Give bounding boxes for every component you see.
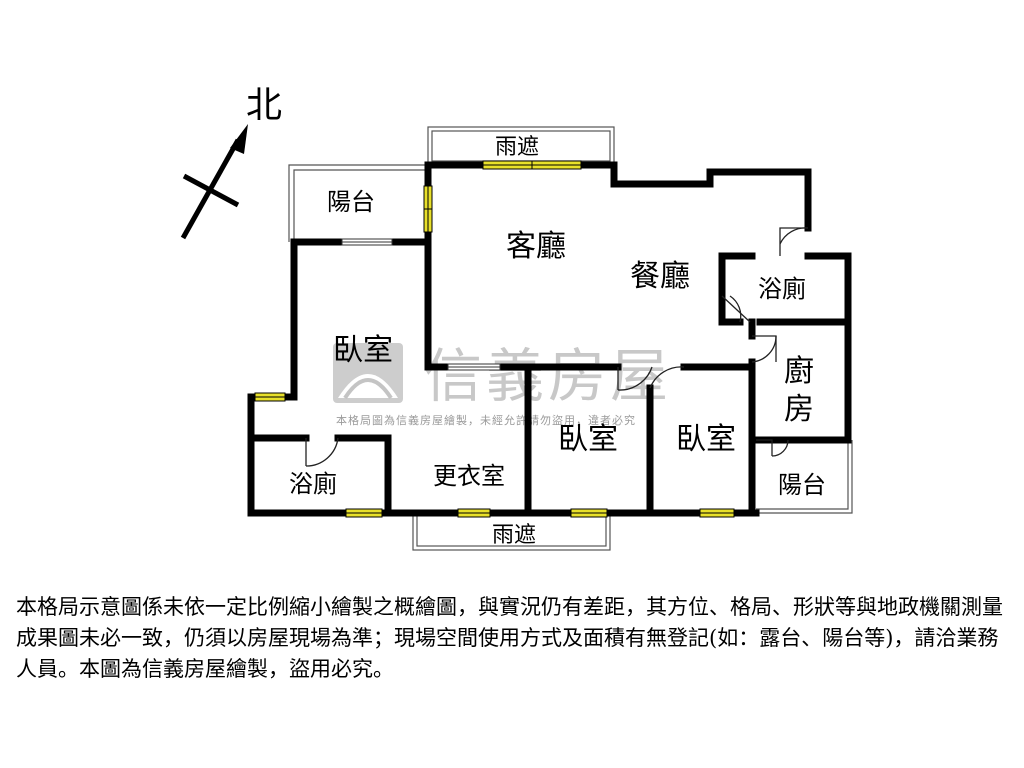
label-bedroom-main: 臥室 — [333, 333, 393, 368]
label-balcony-nw: 陽台 — [327, 188, 375, 216]
door-swings — [305, 227, 809, 467]
label-kitchen-line1: 廚 — [784, 354, 814, 389]
watermark: 信義房屋 本格局圖為信義房屋繪製，未經允許請勿盜用，違者必究 — [333, 342, 672, 427]
north-label: 北 — [246, 85, 282, 126]
label-bathroom-sw: 浴廁 — [289, 470, 337, 498]
label-bedroom-mid: 臥室 — [558, 422, 618, 457]
label-dining-room: 餐廳 — [630, 259, 690, 294]
watermark-logo-icon — [333, 343, 403, 403]
label-canopy-top: 雨遮 — [495, 135, 539, 160]
sliding-doors — [341, 238, 501, 371]
floor-plan: 北 信義房屋 本格局圖為信義房屋繪製，未經允許請勿盜用，違者必究 — [180, 85, 853, 551]
label-balcony-se: 陽台 — [778, 471, 826, 499]
label-living-room: 客廳 — [506, 229, 566, 264]
windows — [254, 160, 735, 518]
label-canopy-bottom: 雨遮 — [492, 523, 536, 548]
watermark-notice: 本格局圖為信義房屋繪製，未經允許請勿盜用，違者必究 — [336, 413, 636, 427]
label-bedroom-east: 臥室 — [676, 422, 736, 457]
watermark-brand: 信義房屋 — [424, 342, 672, 410]
disclaimer-text: 本格局示意圖係未依一定比例縮小繪製之概繪圖，與實況仍有差距，其方位、格局、形狀等… — [16, 595, 1003, 681]
north-compass: 北 — [180, 85, 282, 240]
walls — [247, 161, 852, 517]
label-closet: 更衣室 — [433, 462, 505, 490]
room-labels: 雨遮 陽台 客廳 餐廳 浴廁 廚 房 臥室 浴廁 更衣室 臥室 臥室 陽台 雨遮 — [289, 135, 826, 548]
label-kitchen-line2: 房 — [784, 392, 814, 427]
label-bathroom-east: 浴廁 — [758, 275, 806, 303]
